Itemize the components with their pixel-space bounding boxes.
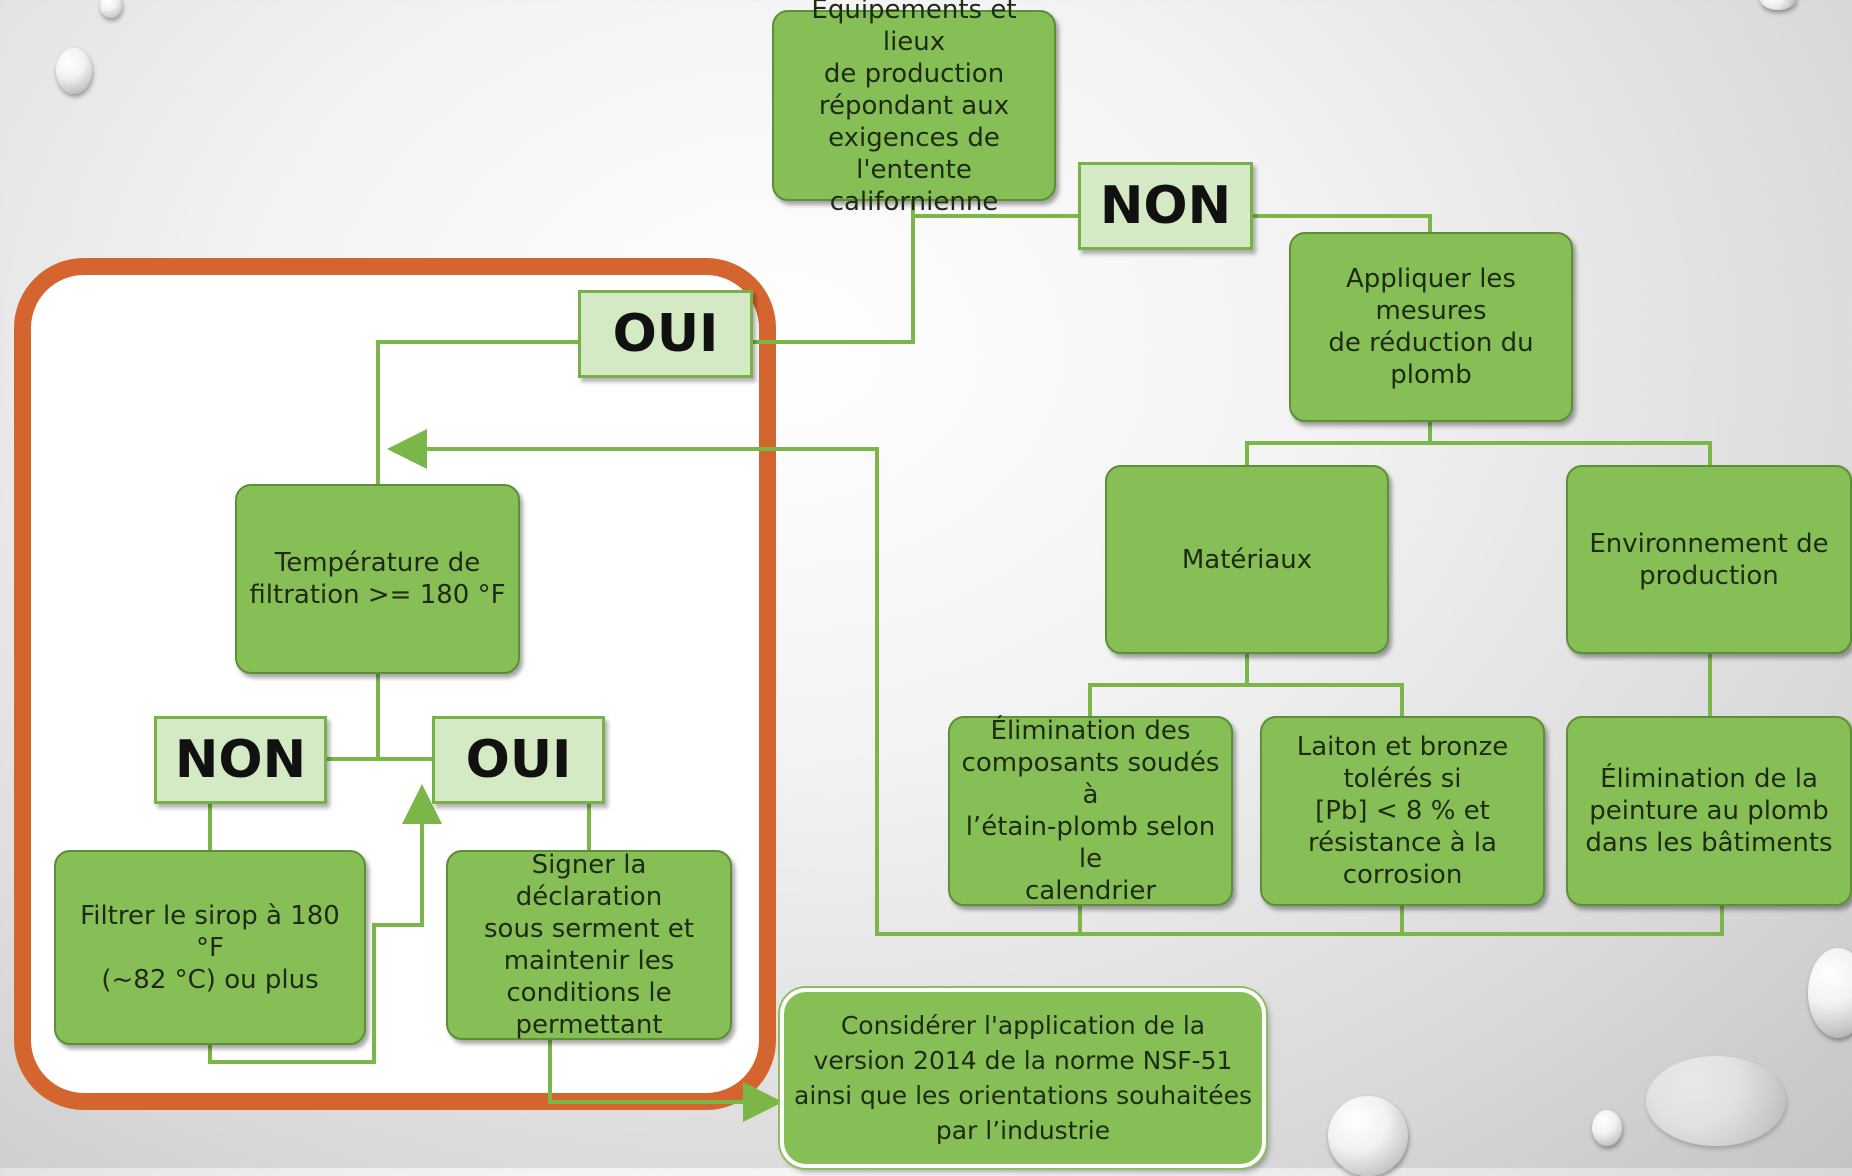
node-apply-measures: Appliquer les mesures de réduction du pl… — [1289, 232, 1573, 422]
node-brass-bronze: Laiton et bronze tolérés si [Pb] < 8 % e… — [1260, 716, 1545, 906]
connector-sign-to-nsf — [548, 1040, 783, 1122]
label-non-top: NON — [1078, 162, 1253, 250]
connector-return-arrow — [387, 429, 1080, 936]
connector-apply-to-branches — [1245, 422, 1712, 465]
node-filtration-temperature: Température de filtration >= 180 °F — [235, 484, 520, 674]
node-nsf-51-consideration: Considérer l'application de la version 2… — [780, 988, 1266, 1168]
water-drop-decoration — [1760, 0, 1796, 10]
node-materials: Matériaux — [1105, 465, 1389, 654]
water-drop-decoration — [1646, 1056, 1786, 1146]
connector-non-to-apply — [1253, 214, 1432, 232]
node-top-equipment: Équipements et lieux de production répon… — [772, 0, 1056, 217]
connector-top-to-oui — [753, 216, 915, 344]
water-drop-decoration — [100, 0, 122, 18]
water-drop-decoration — [1328, 1096, 1408, 1176]
node-filter-syrup: Filtrer le sirop à 180 °F (~82 °C) ou pl… — [54, 850, 366, 1045]
water-drop-decoration — [1808, 948, 1852, 1038]
water-drop-decoration — [56, 48, 92, 94]
connector-materials-to-subs — [1088, 654, 1404, 716]
node-sign-declaration: Signer la déclaration sous serment et ma… — [446, 850, 732, 1040]
node-solder-elimination: Élimination des composants soudés à l’ét… — [948, 716, 1233, 906]
connector-bottom-bus — [1078, 906, 1724, 936]
connector-oui-to-temperature — [376, 340, 578, 484]
node-production-environment: Environnement de production — [1566, 465, 1852, 654]
label-non-temperature: NON — [154, 716, 327, 804]
node-paint-elimination: Élimination de la peinture au plomb dans… — [1566, 716, 1852, 906]
water-drop-decoration — [1592, 1110, 1622, 1146]
connector-temperature-split — [327, 674, 432, 761]
label-oui-top: OUI — [578, 290, 753, 378]
connector-filter-loop-arrow — [208, 784, 442, 1064]
label-oui-temperature: OUI — [432, 716, 605, 804]
